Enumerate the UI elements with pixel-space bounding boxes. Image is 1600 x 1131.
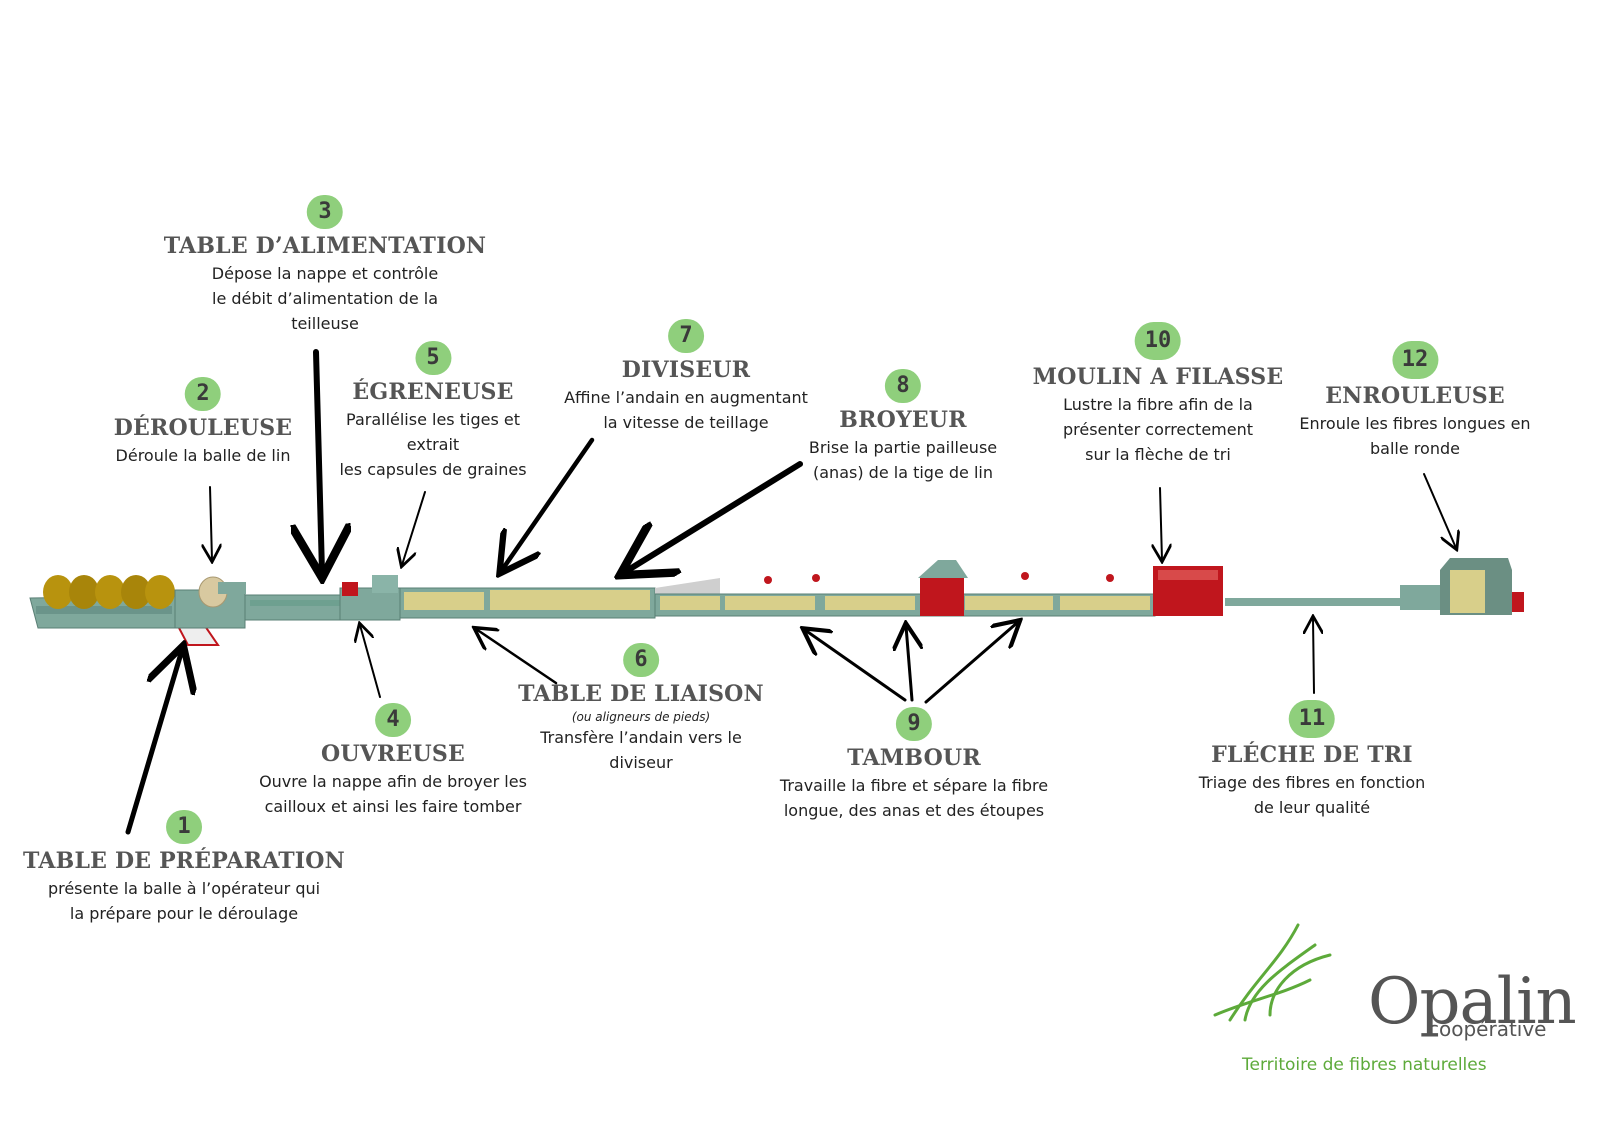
station-title: FLÉCHE DE TRI — [1211, 742, 1413, 768]
station-2: 2 DÉROULEUSE Déroule la balle de lin — [114, 377, 293, 468]
station-number-badge: 5 — [414, 341, 451, 375]
station-number-badge: 6 — [623, 643, 659, 677]
station-title: MOULIN A FILASSE — [1032, 364, 1284, 390]
station-7: 7 DIVISEUR Affine l’andain en augmentant… — [564, 319, 808, 435]
station-title: ÉGRENEUSE — [352, 379, 514, 405]
station-subtitle: (ou aligneurs de pieds) — [571, 710, 711, 724]
station-number-badge: 2 — [185, 377, 221, 411]
station-5: 5 ÉGRENEUSE Parallélise les tiges et ext… — [339, 341, 527, 482]
station-title: BROYEUR — [839, 407, 967, 433]
linking-table-and-divider — [399, 587, 656, 619]
station-title: TABLE D’ALIMENTATION — [163, 233, 487, 259]
logo-name: Opalin — [1368, 965, 1577, 1039]
feeding-table — [244, 594, 346, 621]
station-title: OUVREUSE — [321, 741, 465, 767]
station-8: 8 BROYEUR Brise la partie pailleuse (ana… — [809, 369, 997, 485]
station-number-badge: 4 — [374, 703, 411, 737]
station-number-badge: 7 — [667, 319, 704, 353]
station-title: TAMBOUR — [847, 745, 981, 771]
scutching-drums — [654, 560, 1156, 617]
unroller — [174, 576, 246, 629]
tow-mill — [1153, 566, 1223, 616]
rolling-machine — [1400, 558, 1524, 615]
logo-tagline: Territoire de fibres naturelles — [1242, 1055, 1487, 1075]
station-number-badge: 9 — [896, 707, 932, 741]
station-number-badge: 3 — [307, 195, 343, 229]
station-title: DIVISEUR — [621, 357, 751, 383]
station-number-badge: 8 — [885, 369, 921, 403]
station-3: 3 TABLE D’ALIMENTATION Dépose la nappe e… — [164, 195, 487, 336]
station-12: 12 ENROULEUSE Enroule les fibres longues… — [1299, 341, 1531, 461]
flax-stems-icon — [1213, 923, 1332, 1022]
station-number-badge: 10 — [1134, 322, 1181, 360]
logo-subtitle: coopérative — [1428, 1017, 1547, 1041]
station-10: 10 MOULIN A FILASSE Lustre la fibre afin… — [1033, 322, 1284, 467]
station-number-badge: 11 — [1289, 700, 1335, 738]
sorting-boom — [1225, 598, 1400, 606]
station-4: 4 OUVREUSE Ouvre la nappe afin de broyer… — [259, 703, 527, 819]
station-9: 9 TAMBOUR Travaille la fibre et sépare l… — [780, 707, 1048, 823]
flax-bales — [43, 575, 175, 609]
opener-and-seed-remover — [339, 575, 401, 621]
station-number-badge: 1 — [166, 810, 202, 844]
station-11: 11 FLÉCHE DE TRI Triage des fibres en fo… — [1199, 700, 1425, 820]
station-6: 6 TABLE DE LIAISON (ou aligneurs de pied… — [518, 643, 764, 775]
station-number-badge: 12 — [1391, 341, 1438, 379]
opalin-logo: Opalin coopérative Territoire de fibres … — [1213, 923, 1580, 1105]
station-title: TABLE DE LIAISON — [518, 681, 764, 707]
station-title: TABLE DE PRÉPARATION — [23, 848, 345, 874]
station-title: ENROULEUSE — [1325, 383, 1505, 409]
station-title: DÉROULEUSE — [113, 415, 293, 441]
station-1: 1 TABLE DE PRÉPARATION présente la balle… — [23, 810, 345, 926]
